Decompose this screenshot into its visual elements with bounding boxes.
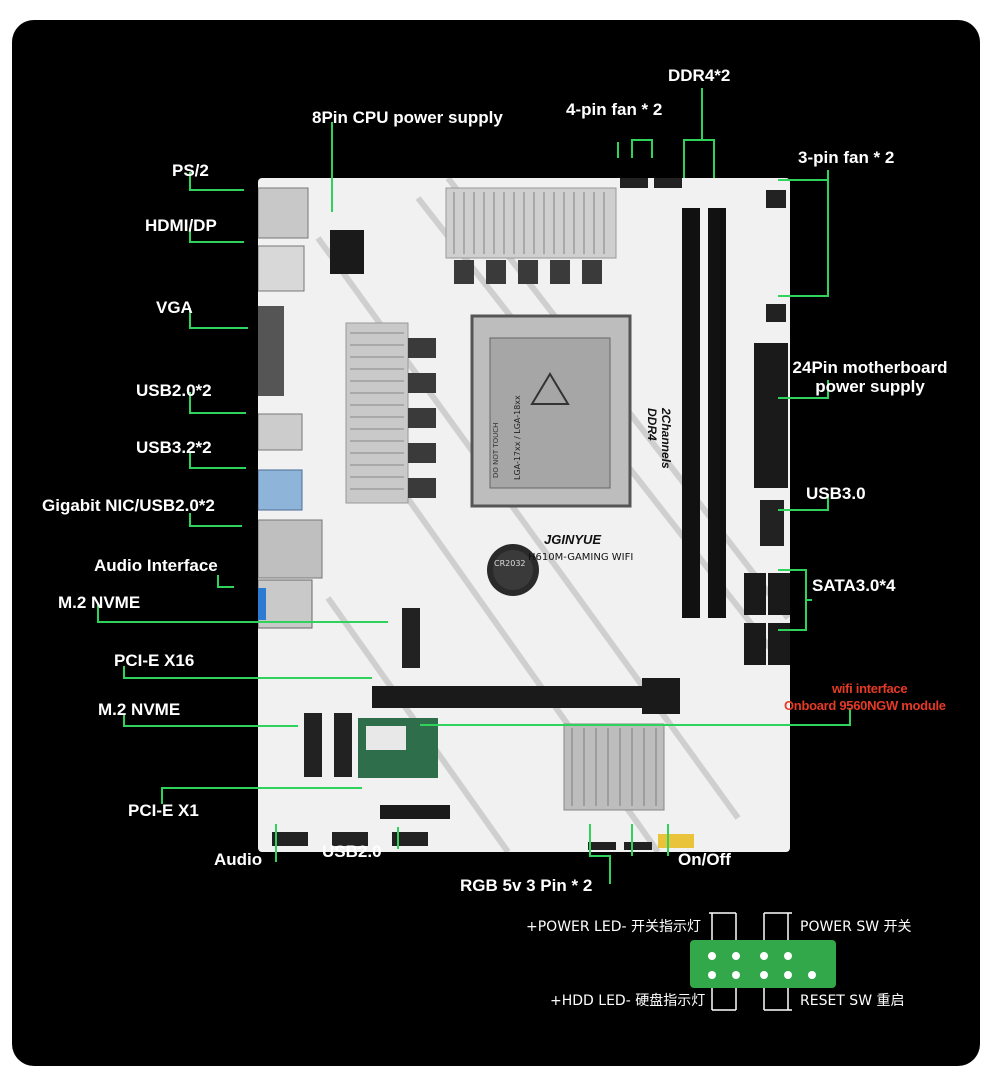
socket-text: LGA-17xx / LGA-18xx: [513, 395, 522, 480]
label-sata: SATA3.0*4: [812, 576, 896, 595]
diagram-panel: JGINYUE H610M-GAMING WIFI 2Channels DDR4…: [12, 20, 980, 1066]
ddr-note-1: 2Channels: [659, 407, 673, 469]
battery-text: CR2032: [494, 559, 526, 568]
label-ddr4x2: DDR4*2: [668, 66, 731, 85]
motherboard-art: JGINYUE H610M-GAMING WIFI 2Channels DDR4…: [258, 178, 790, 852]
socket-warn-text: DO NOT TOUCH: [492, 423, 500, 478]
label-24pin-line1: 24Pin motherboard: [792, 358, 948, 377]
label-usb20: USB2.0: [322, 842, 382, 861]
label-hdmi-dp: HDMI/DP: [145, 216, 217, 235]
label-usb30: USB3.0: [806, 484, 866, 503]
label-3pin-fan: 3-pin fan * 2: [798, 148, 895, 167]
label-ps2: PS/2: [172, 161, 209, 180]
label-pcie-x1: PCI-E X1: [128, 801, 199, 820]
leader-lines: [97, 88, 851, 1011]
label-audio-interface: Audio Interface: [94, 556, 218, 575]
label-m2-nvme-top: M.2 NVME: [58, 593, 141, 612]
front-panel-hdd-led: +HDD LED- 硬盘指示灯: [550, 993, 706, 1009]
label-onoff: On/Off: [678, 850, 731, 869]
label-pcie-x16: PCI-E X16: [114, 651, 195, 670]
label-wifi-line1: wifi interface: [832, 681, 908, 696]
model-text: H610M-GAMING WIFI: [528, 552, 633, 563]
motherboard: JGINYUE H610M-GAMING WIFI 2Channels DDR4…: [258, 178, 790, 852]
label-24pin-line2: power supply: [815, 377, 925, 396]
front-panel-header-art: [690, 912, 836, 1011]
label-m2-nvme-bottom: M.2 NVME: [98, 700, 181, 719]
label-wifi-line2: Onboard 9560NGW module: [784, 698, 946, 713]
label-cpu-power: 8Pin CPU power supply: [312, 108, 503, 127]
label-4pin-fan: 4-pin fan * 2: [566, 100, 663, 119]
label-rgb: RGB 5v 3 Pin * 2: [460, 876, 593, 895]
label-gigabit-nic: Gigabit NIC/USB2.0*2: [42, 496, 215, 515]
label-usb32x2: USB3.2*2: [136, 438, 212, 457]
label-audio: Audio: [214, 850, 263, 869]
front-panel-power-sw: POWER SW 开关: [800, 919, 912, 935]
front-panel-reset-sw: RESET SW 重启: [800, 993, 905, 1009]
label-usb20x2: USB2.0*2: [136, 381, 212, 400]
ddr-note-2: DDR4: [645, 408, 659, 441]
brand-text: JGINYUE: [544, 532, 601, 547]
front-panel-power-led: +POWER LED- 开关指示灯: [526, 919, 701, 935]
label-vga: VGA: [156, 298, 193, 317]
